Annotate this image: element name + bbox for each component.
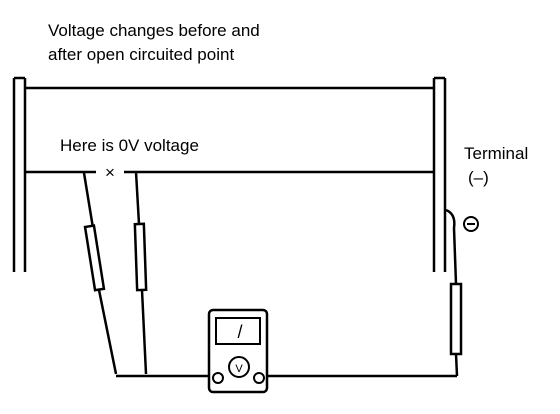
- voltmeter-icon: [207, 308, 269, 394]
- minus-circle-icon: [463, 216, 479, 232]
- zero-voltage-label: Here is 0V voltage: [60, 136, 199, 155]
- meter-mode-label: V: [235, 363, 243, 375]
- title-line-1: Voltage changes before and: [48, 21, 260, 40]
- probe-left: [82, 172, 118, 375]
- open-point-mark: ×: [105, 163, 115, 182]
- terminal-lead: [445, 208, 463, 377]
- terminal-label: Terminal: [464, 144, 529, 163]
- probe-middle: [133, 171, 148, 375]
- meter-reading: /: [237, 322, 242, 342]
- right-connector: [432, 76, 447, 272]
- title-line-2: after open circuited point: [48, 45, 235, 64]
- terminal-sign-label: (–): [468, 168, 489, 187]
- left-connector: [12, 76, 27, 272]
